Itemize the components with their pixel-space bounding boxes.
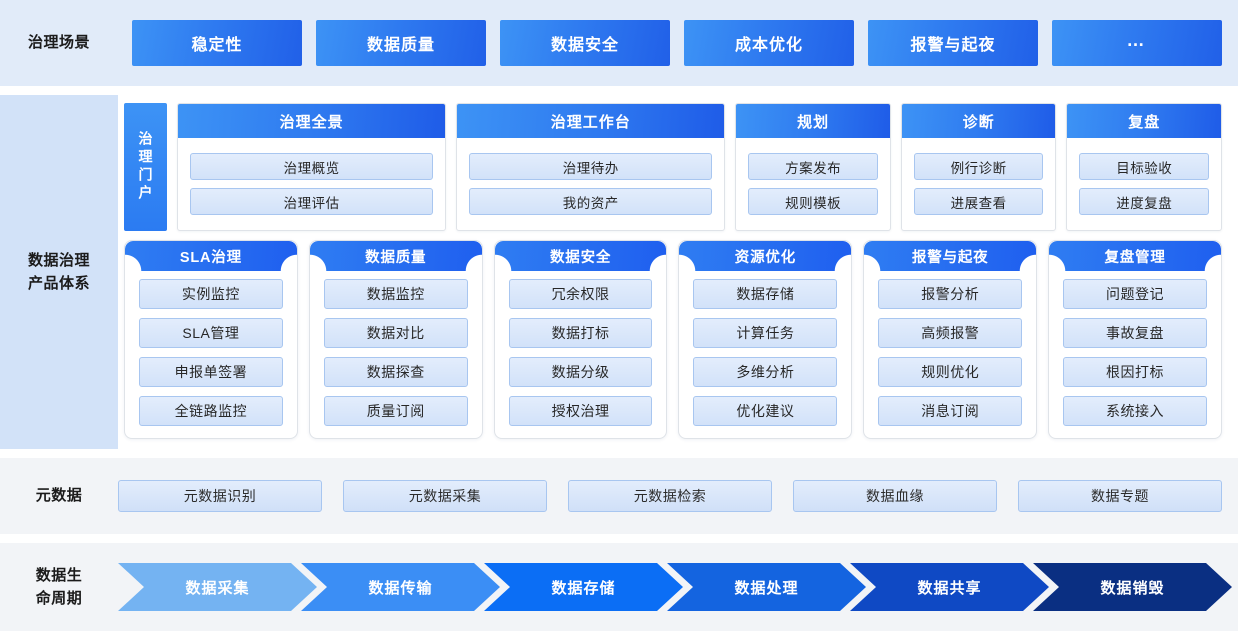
portal-item[interactable]: 治理概览: [190, 153, 434, 180]
portal-panel-body: 例行诊断 进展查看: [902, 138, 1056, 230]
portal-panel-review: 复盘 目标验收 进度复盘: [1066, 103, 1222, 231]
portal-panel-title: 治理全景: [178, 104, 446, 138]
governance-scenarios-track: 稳定性 数据质量 数据安全 成本优化 报警与起夜 …: [118, 0, 1238, 86]
lifecycle-stage-collection[interactable]: 数据采集: [118, 563, 317, 611]
portal-panel-body: 治理概览 治理评估: [178, 138, 445, 230]
portal-panel-title: 复盘: [1067, 104, 1221, 138]
product-card-item[interactable]: 实例监控: [139, 279, 283, 309]
product-card-alarm-oncall: 报警与起夜 报警分析 高频报警 规则优化 消息订阅: [863, 240, 1038, 439]
product-card-title: 复盘管理: [1049, 241, 1221, 271]
product-card-item[interactable]: 授权治理: [508, 396, 653, 426]
lifecycle-stage-transmission[interactable]: 数据传输: [301, 563, 500, 611]
portal-item[interactable]: 我的资产: [469, 188, 713, 215]
lifecycle-stage-processing[interactable]: 数据处理: [667, 563, 866, 611]
scenario-chip-stability[interactable]: 稳定性: [132, 20, 302, 66]
data-lifecycle-label-line1: 数据生: [35, 566, 83, 584]
product-card-item[interactable]: 申报单签署: [139, 357, 283, 387]
product-card-item[interactable]: 事故复盘: [1063, 318, 1207, 348]
data-lifecycle-label-line2: 命周期: [35, 590, 83, 607]
portal-panel-title: 规划: [736, 104, 890, 138]
product-card-item[interactable]: 数据分级: [508, 357, 653, 387]
product-card-item[interactable]: 规则优化: [878, 357, 1023, 387]
product-system-label-line2: 产品体系: [27, 275, 90, 292]
product-card-item[interactable]: 计算任务: [693, 318, 838, 348]
product-card-item[interactable]: 数据存储: [693, 279, 838, 309]
product-card-title: 数据安全: [494, 241, 667, 271]
metadata-track: 元数据识别 元数据采集 元数据检索 数据血缘 数据专题: [118, 458, 1238, 534]
product-card-sla-governance: SLA治理 实例监控 SLA管理 申报单签署 全链路监控: [124, 240, 298, 439]
portal-panel-title: 诊断: [901, 104, 1056, 138]
portal-panel-body: 治理待办 我的资产: [457, 138, 724, 230]
portal-panel-body: 方案发布 规则模板: [736, 138, 890, 230]
product-card-resource-optimization: 资源优化 数据存储 计算任务 多维分析 优化建议: [678, 240, 853, 439]
product-card-title: SLA治理: [125, 241, 297, 271]
scenario-chip-more[interactable]: …: [1052, 20, 1222, 66]
lifecycle-stage-destruction[interactable]: 数据销毁: [1033, 563, 1232, 611]
product-card-item[interactable]: 质量订阅: [323, 396, 468, 426]
product-card-item[interactable]: 消息订阅: [878, 396, 1023, 426]
scenario-chip-alarm-oncall[interactable]: 报警与起夜: [868, 20, 1038, 66]
lifecycle-stage-sharing[interactable]: 数据共享: [850, 563, 1049, 611]
product-card-title: 资源优化: [679, 241, 852, 271]
data-lifecycle-row: 数据生 命周期 数据采集 数据传输 数据存储 数据处理 数据共享 数据销毁: [0, 543, 1238, 631]
product-card-item[interactable]: 数据监控: [323, 279, 468, 309]
product-card-data-quality: 数据质量 数据监控 数据对比 数据探查 质量订阅: [308, 240, 483, 439]
portal-panel-body: 目标验收 进度复盘: [1067, 138, 1221, 230]
data-lifecycle-label: 数据生 命周期: [0, 543, 118, 631]
product-system-track: 治理门户 治理全景 治理概览 治理评估 治理工作台 治理待办 我的资产: [118, 95, 1238, 449]
product-card-title: 数据质量: [309, 241, 482, 271]
metadata-row: 元数据 元数据识别 元数据采集 元数据检索 数据血缘 数据专题: [0, 458, 1238, 534]
portal-item[interactable]: 目标验收: [1079, 153, 1209, 180]
product-system-row: 数据治理 产品体系 治理门户 治理全景 治理概览 治理评估 治理工作台 治理待办: [0, 95, 1238, 449]
governance-scenarios-label-text: 治理场景: [27, 34, 90, 52]
portal-item[interactable]: 例行诊断: [913, 153, 1044, 180]
product-card-item[interactable]: 优化建议: [693, 396, 838, 426]
portal-item[interactable]: 规则模板: [748, 188, 878, 215]
portal-panel-governance-overview: 治理全景 治理概览 治理评估: [177, 103, 447, 231]
metadata-item-topic[interactable]: 数据专题: [1018, 480, 1222, 512]
product-cards-strip: SLA治理 实例监控 SLA管理 申报单签署 全链路监控 数据质量 数据监控 数…: [124, 240, 1222, 439]
product-card-item[interactable]: 数据对比: [323, 318, 468, 348]
product-system-label-line1: 数据治理: [27, 251, 90, 269]
metadata-item-lineage[interactable]: 数据血缘: [793, 480, 997, 512]
portal-item[interactable]: 治理待办: [469, 153, 713, 180]
governance-portal-tab[interactable]: 治理门户: [124, 103, 167, 231]
metadata-item-recognition[interactable]: 元数据识别: [118, 480, 322, 512]
portal-item[interactable]: 进度复盘: [1079, 188, 1209, 215]
portal-panel-diagnosis: 诊断 例行诊断 进展查看: [900, 103, 1057, 231]
product-card-item[interactable]: 多维分析: [693, 357, 838, 387]
product-card-item[interactable]: 冗余权限: [508, 279, 653, 309]
product-card-data-security: 数据安全 冗余权限 数据打标 数据分级 授权治理: [493, 240, 668, 439]
portal-item[interactable]: 治理评估: [190, 188, 434, 215]
data-lifecycle-track: 数据采集 数据传输 数据存储 数据处理 数据共享 数据销毁: [118, 543, 1238, 631]
metadata-item-collection[interactable]: 元数据采集: [343, 480, 547, 512]
portal-panel-planning: 规划 方案发布 规则模板: [735, 103, 891, 231]
portal-panel-governance-workbench: 治理工作台 治理待办 我的资产: [456, 103, 726, 231]
portal-panel-title: 治理工作台: [457, 104, 725, 138]
scenario-chip-data-security[interactable]: 数据安全: [500, 20, 670, 66]
product-card-review-management: 复盘管理 问题登记 事故复盘 根因打标 系统接入: [1048, 240, 1222, 439]
scenario-chip-cost-optimization[interactable]: 成本优化: [684, 20, 854, 66]
product-system-label: 数据治理 产品体系: [0, 95, 118, 449]
governance-scenarios-row: 治理场景 稳定性 数据质量 数据安全 成本优化 报警与起夜 …: [0, 0, 1238, 86]
product-card-item[interactable]: 报警分析: [878, 279, 1023, 309]
product-card-title: 报警与起夜: [864, 241, 1037, 271]
metadata-label: 元数据: [0, 458, 118, 534]
scenario-chip-data-quality[interactable]: 数据质量: [316, 20, 486, 66]
product-card-item[interactable]: 问题登记: [1063, 279, 1207, 309]
product-card-item[interactable]: 系统接入: [1063, 396, 1207, 426]
governance-portal-strip: 治理门户 治理全景 治理概览 治理评估 治理工作台 治理待办 我的资产: [124, 103, 1222, 231]
lifecycle-stage-storage[interactable]: 数据存储: [484, 563, 683, 611]
metadata-item-search[interactable]: 元数据检索: [568, 480, 772, 512]
product-card-item[interactable]: 数据探查: [323, 357, 468, 387]
governance-scenarios-label: 治理场景: [0, 0, 118, 86]
product-card-item[interactable]: SLA管理: [139, 318, 283, 348]
portal-item[interactable]: 方案发布: [748, 153, 878, 180]
product-card-item[interactable]: 根因打标: [1063, 357, 1207, 387]
product-card-item[interactable]: 数据打标: [508, 318, 653, 348]
product-card-item[interactable]: 高频报警: [878, 318, 1023, 348]
portal-item[interactable]: 进展查看: [913, 188, 1044, 215]
product-card-item[interactable]: 全链路监控: [139, 396, 283, 426]
metadata-label-text: 元数据: [35, 487, 83, 505]
